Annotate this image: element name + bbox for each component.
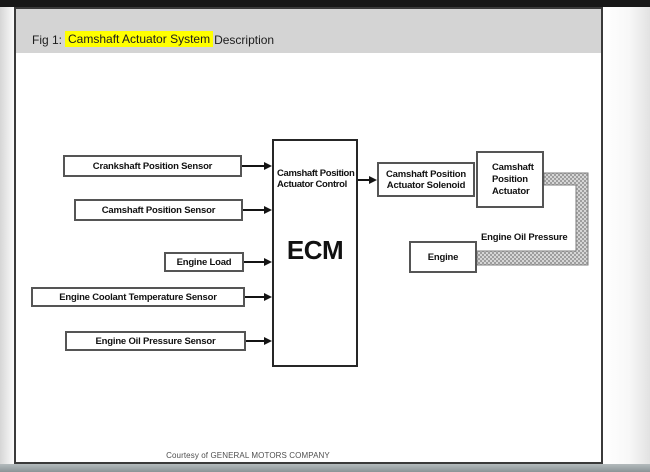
flow-arrow-camshaft-to-ecm bbox=[243, 205, 272, 215]
arrow-head-icon bbox=[264, 292, 272, 301]
top-window-bar bbox=[0, 0, 650, 7]
figure-label: Fig 1: bbox=[32, 33, 63, 47]
flow-arrow-coolant-to-ecm bbox=[245, 292, 272, 302]
flow-arrow-oilsensor-to-ecm bbox=[246, 336, 272, 346]
flow-arrow-crankshaft-to-ecm bbox=[242, 161, 272, 171]
ecm-control-label: Camshaft Position Actuator Control bbox=[277, 168, 355, 190]
flow-arrow-load-to-ecm bbox=[244, 257, 272, 267]
box-label: Crankshaft Position Sensor bbox=[92, 160, 213, 172]
figure-titlebar: Fig 1: Camshaft Actuator System Descript… bbox=[16, 9, 601, 53]
box-label: Engine Load bbox=[176, 256, 232, 268]
box-label: Camshaft Position Sensor bbox=[101, 204, 216, 216]
flow-arrow-ecm-to-solenoid bbox=[358, 175, 377, 185]
arrow-head-icon bbox=[264, 257, 272, 266]
box-camshaft-position-actuator: Camshaft Position Actuator bbox=[476, 151, 544, 208]
arrow-head-icon bbox=[264, 205, 272, 214]
arrow-head-icon bbox=[264, 336, 272, 345]
arrow-line bbox=[246, 340, 266, 342]
box-camshaft-position-actuator-solenoid: Camshaft Position Actuator Solenoid bbox=[377, 162, 475, 197]
box-ecm: Camshaft Position Actuator Control ECM bbox=[272, 139, 358, 367]
box-crankshaft-position-sensor: Crankshaft Position Sensor bbox=[63, 155, 242, 177]
arrow-head-icon bbox=[264, 161, 272, 170]
box-label: Engine Oil Pressure Sensor bbox=[95, 335, 216, 347]
ecm-name: ECM bbox=[286, 235, 344, 265]
page-right-margin bbox=[603, 7, 650, 464]
bottom-window-bar bbox=[0, 464, 650, 472]
page-left-margin bbox=[0, 7, 14, 464]
courtesy-text: Courtesy of GENERAL MOTORS COMPANY bbox=[166, 451, 330, 460]
arrow-line bbox=[242, 165, 266, 167]
box-engine-oil-pressure-sensor: Engine Oil Pressure Sensor bbox=[65, 331, 246, 351]
box-engine-load: Engine Load bbox=[164, 252, 244, 272]
box-label: Engine Coolant Temperature Sensor bbox=[59, 291, 217, 303]
box-engine: Engine bbox=[409, 241, 477, 273]
arrow-line bbox=[244, 261, 266, 263]
box-engine-coolant-temperature-sensor: Engine Coolant Temperature Sensor bbox=[31, 287, 245, 307]
figure-title-suffix: Description bbox=[214, 33, 275, 47]
engine-oil-pressure-label: Engine Oil Pressure bbox=[481, 232, 568, 243]
search-highlight: Camshaft Actuator System bbox=[65, 31, 214, 47]
arrow-head-icon bbox=[369, 175, 377, 184]
box-camshaft-position-sensor: Camshaft Position Sensor bbox=[74, 199, 243, 221]
arrow-line bbox=[245, 296, 266, 298]
arrow-line bbox=[243, 209, 266, 211]
arrow-line bbox=[358, 179, 371, 181]
